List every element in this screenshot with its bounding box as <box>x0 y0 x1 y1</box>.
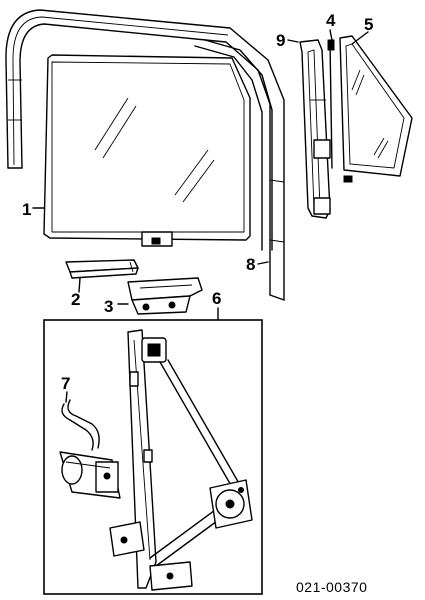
door-window-glass <box>43 54 251 247</box>
glass-sash-channel <box>127 277 203 315</box>
callout-6: 6 <box>212 289 221 308</box>
glass-run-channel <box>194 39 273 251</box>
callout-8: 8 <box>246 255 255 274</box>
diagram-code: 021-00370 <box>296 579 367 595</box>
callout-2: 2 <box>71 290 80 309</box>
callout-1: 1 <box>22 200 31 219</box>
regulator-detail-frame <box>43 319 263 595</box>
callout-7: 7 <box>61 374 70 393</box>
quarter-window-glass <box>339 35 413 183</box>
division-bar-channel <box>299 39 331 219</box>
callout-4: 4 <box>326 11 336 30</box>
leader-lines <box>32 29 369 403</box>
callout-5: 5 <box>364 15 373 34</box>
callout-3: 3 <box>104 297 113 316</box>
callout-9: 9 <box>276 31 285 50</box>
glass-channel-bracket <box>65 259 139 279</box>
regulator-motor <box>59 399 121 499</box>
quarter-window-seal <box>327 39 335 169</box>
door-frame-weatherstrip <box>5 9 285 301</box>
window-regulator-assembly <box>109 329 253 591</box>
